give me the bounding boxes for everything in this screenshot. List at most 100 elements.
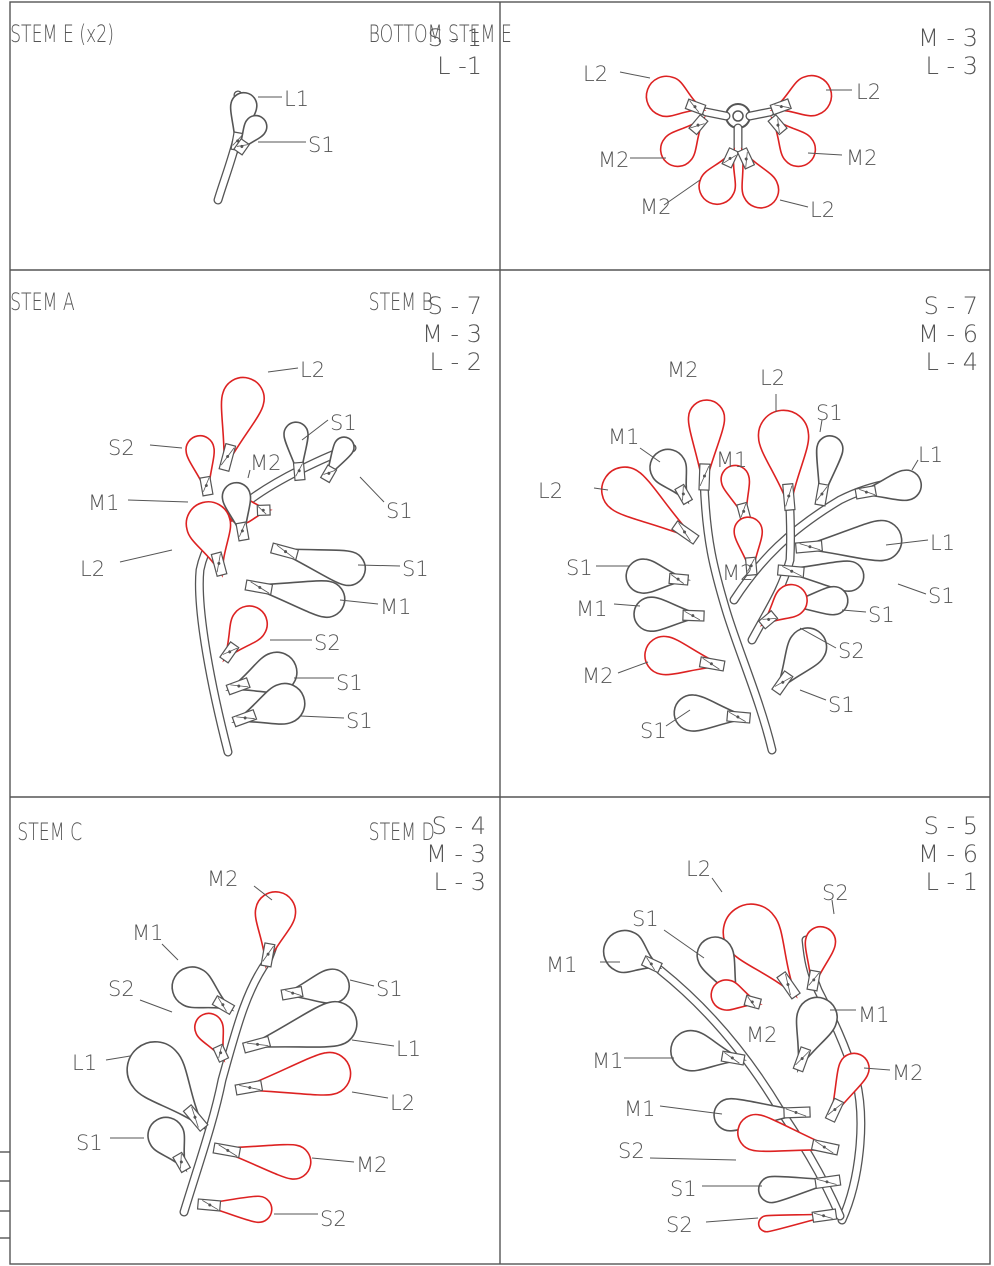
leader-line — [779, 199, 809, 208]
leader-line — [897, 583, 927, 595]
count-line: M - 6 — [918, 840, 978, 868]
leader-line — [841, 609, 867, 613]
leader-line — [119, 549, 173, 563]
part-label: L2 — [856, 80, 881, 104]
piece-counts: S - 1 L -1 M - 3 L - 3 S - 7 M - 3 L - 2… — [422, 24, 978, 896]
part-label: M2 — [598, 148, 629, 172]
leaf-petal — [737, 1113, 840, 1156]
part-label: L2 — [300, 358, 325, 382]
leaf-petal — [625, 558, 692, 594]
leader-line — [659, 1105, 723, 1115]
leader-line — [649, 1157, 737, 1161]
part-label: L2 — [583, 62, 608, 86]
count-line: L - 3 — [925, 52, 978, 80]
leaf-petal — [736, 147, 780, 209]
leader-line — [807, 152, 843, 156]
leaf-petal — [600, 466, 700, 545]
part-label: L2 — [390, 1091, 415, 1115]
count-line: S - 1 — [428, 24, 482, 52]
part-label: S1 — [828, 693, 855, 717]
part-label: S1 — [308, 133, 335, 157]
leaf-petal — [147, 1116, 192, 1174]
leaf-petal — [633, 596, 705, 632]
part-label: M1 — [380, 595, 411, 619]
leaf-petal — [757, 1208, 838, 1233]
count-line: M - 3 — [918, 24, 978, 52]
leader-line — [139, 999, 173, 1013]
leader-line — [351, 1091, 389, 1099]
leaf-petal — [171, 966, 236, 1016]
leader-line — [711, 877, 723, 893]
part-label: M2 — [722, 561, 753, 585]
leader-line — [619, 71, 651, 79]
leaf-petal — [767, 113, 817, 168]
part-label: M2 — [207, 867, 238, 891]
panel-title-stem-b: STEM B — [369, 288, 433, 316]
count-line: S - 4 — [432, 812, 486, 840]
part-label: S1 — [376, 977, 403, 1001]
panel-title-bottom-stem-e: BOTTOM STEM E — [369, 20, 512, 48]
part-label: S2 — [108, 436, 135, 460]
leaf-petal — [645, 75, 707, 118]
leaf-petal — [244, 579, 346, 619]
leaf-petal — [602, 929, 663, 974]
count-line: S - 5 — [924, 812, 978, 840]
leaf-petal — [670, 1029, 748, 1072]
part-label: S2 — [320, 1207, 347, 1231]
leader-line — [339, 599, 379, 605]
leaf-petal — [254, 891, 297, 970]
count-line: L - 3 — [433, 868, 486, 896]
panel-title-stem-c: STEM C — [17, 818, 82, 846]
part-label: S2 — [314, 631, 341, 655]
part-label: S2 — [838, 639, 865, 663]
count-line: L - 1 — [925, 868, 978, 896]
leader-line — [663, 929, 705, 959]
part-label: M1 — [624, 1097, 655, 1121]
leaf-petal — [319, 436, 355, 484]
part-label: M2 — [250, 451, 281, 475]
part-label: M1 — [576, 597, 607, 621]
part-label: M1 — [546, 953, 577, 977]
part-label: L2 — [538, 479, 563, 503]
leaf-petal — [196, 1195, 273, 1224]
leaf-petal — [804, 925, 837, 992]
leaf-petal — [769, 74, 833, 117]
part-label: S2 — [108, 977, 135, 1001]
part-label: L1 — [72, 1051, 97, 1075]
leaf-petal — [757, 583, 808, 630]
leaf-petal — [771, 627, 828, 696]
leader-line — [705, 1217, 759, 1223]
panel-title-stem-d: STEM D — [369, 818, 435, 846]
leaf-petal — [219, 605, 269, 664]
part-label: S1 — [670, 1177, 697, 1201]
leaf-petal — [283, 421, 309, 482]
leader-line — [613, 603, 641, 607]
leader-line — [299, 715, 345, 719]
part-label: S1 — [386, 499, 413, 523]
part-label: S1 — [402, 557, 429, 581]
leaf-petal — [233, 114, 268, 156]
leader-line — [799, 689, 827, 701]
leaf-petal — [644, 635, 726, 676]
leaf-petal — [126, 1041, 209, 1133]
leader-line — [351, 1039, 395, 1047]
leader-line — [357, 564, 401, 567]
leaf-petal — [722, 903, 801, 1000]
leader-line — [267, 367, 299, 373]
leaf-petal — [710, 979, 763, 1011]
part-label: M2 — [892, 1061, 923, 1085]
leader-line — [885, 539, 929, 546]
leaf-petal — [757, 409, 810, 512]
panel-titles: STEM E (x2) BOTTOM STEM E STEM A STEM B … — [10, 20, 512, 846]
leader-line — [799, 627, 837, 649]
panel-title-stem-a: STEM A — [10, 288, 75, 316]
leader-line — [819, 419, 823, 433]
leader-line — [665, 709, 691, 727]
leaf-petal — [185, 501, 232, 578]
part-label: S1 — [76, 1131, 103, 1155]
part-label: L2 — [760, 366, 785, 390]
count-line: L - 4 — [925, 348, 978, 376]
leader-line — [311, 1157, 355, 1163]
part-label: S1 — [346, 709, 373, 733]
